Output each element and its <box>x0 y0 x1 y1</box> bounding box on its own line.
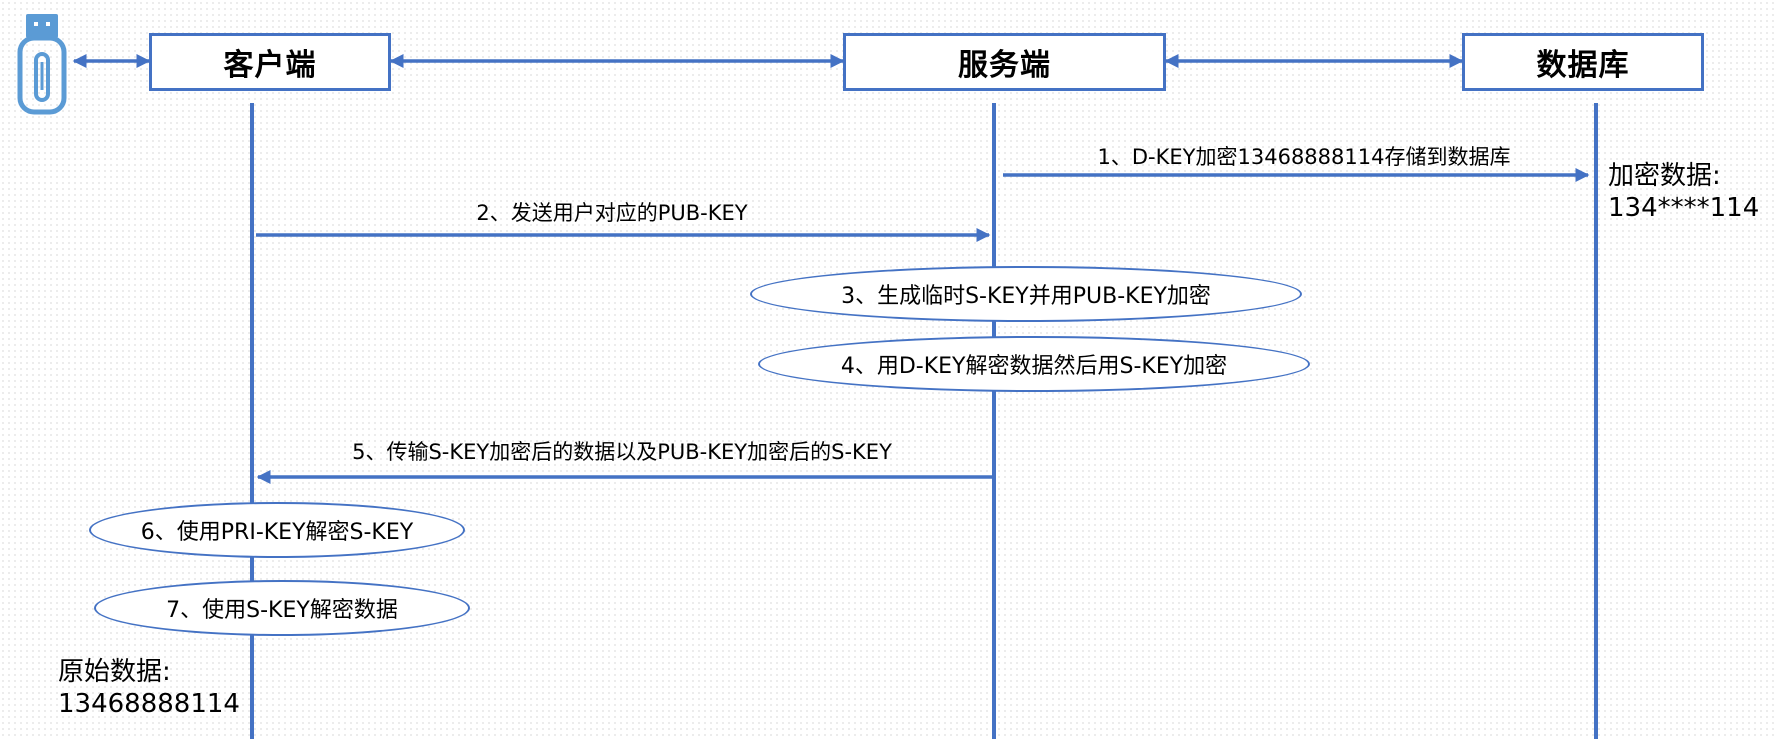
database-actor-box: 数据库 <box>1462 33 1704 91</box>
step-3-label: 3、生成临时S-KEY并用PUB-KEY加密 <box>841 284 1211 309</box>
original-data-note: 原始数据: 13468888114 <box>58 656 240 720</box>
step-4-label: 4、用D-KEY解密数据然后用S-KEY加密 <box>840 354 1228 379</box>
original-data-title: 原始数据: <box>58 657 171 687</box>
client-actor-box: 客户端 <box>149 33 391 91</box>
encrypted-data-value: 134****114 <box>1608 193 1760 223</box>
step-6-label: 6、使用PRI-KEY解密S-KEY <box>140 520 414 545</box>
server-actor-box: 服务端 <box>843 33 1166 91</box>
step-7-ellipse: 7、使用S-KEY解密数据 <box>94 580 470 636</box>
message-5-label: 5、传输S-KEY加密后的数据以及PUB-KEY加密后的S-KEY <box>352 440 892 464</box>
encrypted-data-note: 加密数据: 134****114 <box>1608 160 1759 224</box>
server-actor-label: 服务端 <box>958 48 1051 83</box>
client-actor-label: 客户端 <box>223 48 317 83</box>
database-actor-label: 数据库 <box>1536 48 1630 83</box>
step-6-ellipse: 6、使用PRI-KEY解密S-KEY <box>89 502 465 558</box>
step-3-ellipse: 3、生成临时S-KEY并用PUB-KEY加密 <box>750 266 1302 322</box>
message-2-label: 2、发送用户对应的PUB-KEY <box>476 201 748 225</box>
usb-key-icon <box>17 14 67 115</box>
message-1-label: 1、D-KEY加密13468888114存储到数据库 <box>1097 145 1511 169</box>
step-4-ellipse: 4、用D-KEY解密数据然后用S-KEY加密 <box>758 336 1310 392</box>
encrypted-data-title: 加密数据: <box>1608 161 1721 191</box>
step-7-label: 7、使用S-KEY解密数据 <box>166 598 398 623</box>
original-data-value: 13468888114 <box>58 689 240 719</box>
